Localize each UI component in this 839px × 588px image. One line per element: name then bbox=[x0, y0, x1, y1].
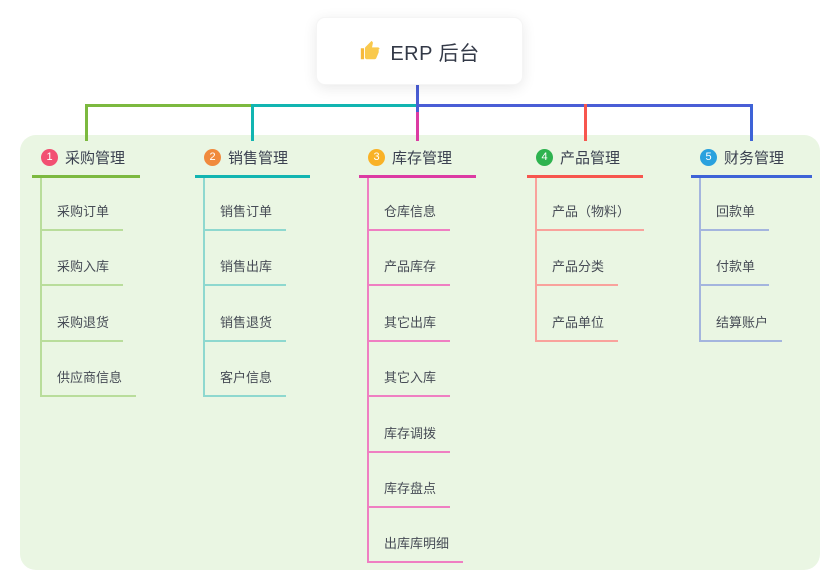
branch-rail-5 bbox=[699, 177, 701, 342]
leaf-node[interactable]: 回款单 bbox=[699, 203, 770, 231]
leaf-label: 其它出库 bbox=[384, 314, 437, 330]
leaf-node[interactable]: 其它入库 bbox=[367, 369, 451, 398]
branch-node-2[interactable]: 2 销售管理 bbox=[195, 146, 310, 178]
branch-label: 财务管理 bbox=[724, 149, 785, 167]
branch-label: 销售管理 bbox=[228, 149, 289, 167]
leaf-node[interactable]: 结算账户 bbox=[699, 314, 783, 342]
leaf-label: 出库库明细 bbox=[384, 536, 450, 552]
branch-drop-line-5 bbox=[750, 104, 753, 141]
branch-rail-1 bbox=[40, 177, 42, 398]
leaf-label: 采购订单 bbox=[57, 204, 110, 219]
leaf-node[interactable]: 采购退货 bbox=[40, 314, 124, 342]
branch-label: 库存管理 bbox=[392, 149, 453, 167]
leaf-label: 回款单 bbox=[716, 204, 756, 219]
leaf-node[interactable]: 其它出库 bbox=[367, 314, 451, 342]
branch-number-badge: 2 bbox=[204, 148, 221, 166]
leaf-node[interactable]: 出库库明细 bbox=[367, 535, 464, 564]
leaf-node[interactable]: 销售出库 bbox=[203, 258, 287, 287]
leaf-label: 客户信息 bbox=[220, 370, 273, 386]
branch-node-1[interactable]: 1 采购管理 bbox=[32, 146, 140, 178]
leaf-label: 销售出库 bbox=[220, 259, 273, 275]
leaf-label: 结算账户 bbox=[716, 314, 769, 330]
leaf-node[interactable]: 采购入库 bbox=[40, 258, 124, 287]
leaf-label: 库存盘点 bbox=[384, 481, 437, 496]
leaf-label: 供应商信息 bbox=[57, 370, 123, 386]
branch-drop-line-3 bbox=[416, 112, 419, 141]
branches-panel bbox=[20, 135, 820, 570]
leaf-label: 销售订单 bbox=[220, 204, 273, 219]
branch-node-3[interactable]: 3 库存管理 bbox=[359, 146, 476, 178]
branch-rail-3 bbox=[367, 177, 369, 564]
leaf-label: 采购入库 bbox=[57, 259, 110, 275]
branch-node-4[interactable]: 4 产品管理 bbox=[527, 146, 643, 178]
root-connector-line bbox=[416, 85, 419, 112]
leaf-node[interactable]: 库存盘点 bbox=[367, 480, 451, 508]
branch-drop-line-1 bbox=[84, 104, 88, 141]
leaf-node[interactable]: 供应商信息 bbox=[40, 369, 137, 398]
branch-drop-line-4 bbox=[583, 104, 587, 141]
leaf-label: 其它入库 bbox=[384, 370, 437, 386]
root-node[interactable]: ERP 后台 bbox=[316, 17, 523, 85]
leaf-node[interactable]: 销售订单 bbox=[203, 203, 287, 231]
bus-segment-teal bbox=[252, 104, 418, 107]
branch-number-badge: 5 bbox=[700, 148, 717, 166]
leaf-node[interactable]: 产品单位 bbox=[535, 314, 619, 342]
leaf-node[interactable]: 库存调拨 bbox=[367, 425, 451, 453]
thumbs-up-icon bbox=[359, 40, 381, 62]
branch-node-5[interactable]: 5 财务管理 bbox=[691, 146, 812, 178]
root-title: ERP 后台 bbox=[390, 42, 480, 65]
leaf-label: 产品库存 bbox=[384, 259, 437, 275]
leaf-node[interactable]: 付款单 bbox=[699, 258, 770, 287]
branch-drop-line-2 bbox=[251, 104, 254, 141]
leaf-node[interactable]: 产品库存 bbox=[367, 258, 451, 287]
leaf-label: 产品单位 bbox=[552, 314, 605, 330]
leaf-node[interactable]: 销售退货 bbox=[203, 314, 287, 342]
leaf-label: 产品（物料） bbox=[552, 204, 631, 219]
leaf-node[interactable]: 产品分类 bbox=[535, 258, 619, 287]
branch-label: 产品管理 bbox=[560, 149, 621, 167]
branch-rail-4 bbox=[535, 177, 537, 342]
branch-rail-2 bbox=[203, 177, 205, 398]
leaf-label: 采购退货 bbox=[57, 314, 110, 330]
leaf-node[interactable]: 采购订单 bbox=[40, 203, 124, 231]
leaf-label: 付款单 bbox=[716, 259, 756, 275]
bus-segment-green bbox=[84, 104, 253, 107]
leaf-label: 销售退货 bbox=[220, 314, 273, 330]
leaf-node[interactable]: 仓库信息 bbox=[367, 203, 451, 231]
leaf-node[interactable]: 产品（物料） bbox=[535, 203, 645, 231]
leaf-label: 库存调拨 bbox=[384, 425, 437, 441]
branch-number-badge: 1 bbox=[41, 148, 58, 166]
branch-number-badge: 4 bbox=[536, 148, 553, 166]
leaf-node[interactable]: 客户信息 bbox=[203, 369, 287, 398]
leaf-label: 仓库信息 bbox=[384, 204, 437, 219]
branch-label: 采购管理 bbox=[65, 149, 126, 167]
leaf-label: 产品分类 bbox=[552, 259, 605, 275]
branch-number-badge: 3 bbox=[368, 148, 385, 166]
